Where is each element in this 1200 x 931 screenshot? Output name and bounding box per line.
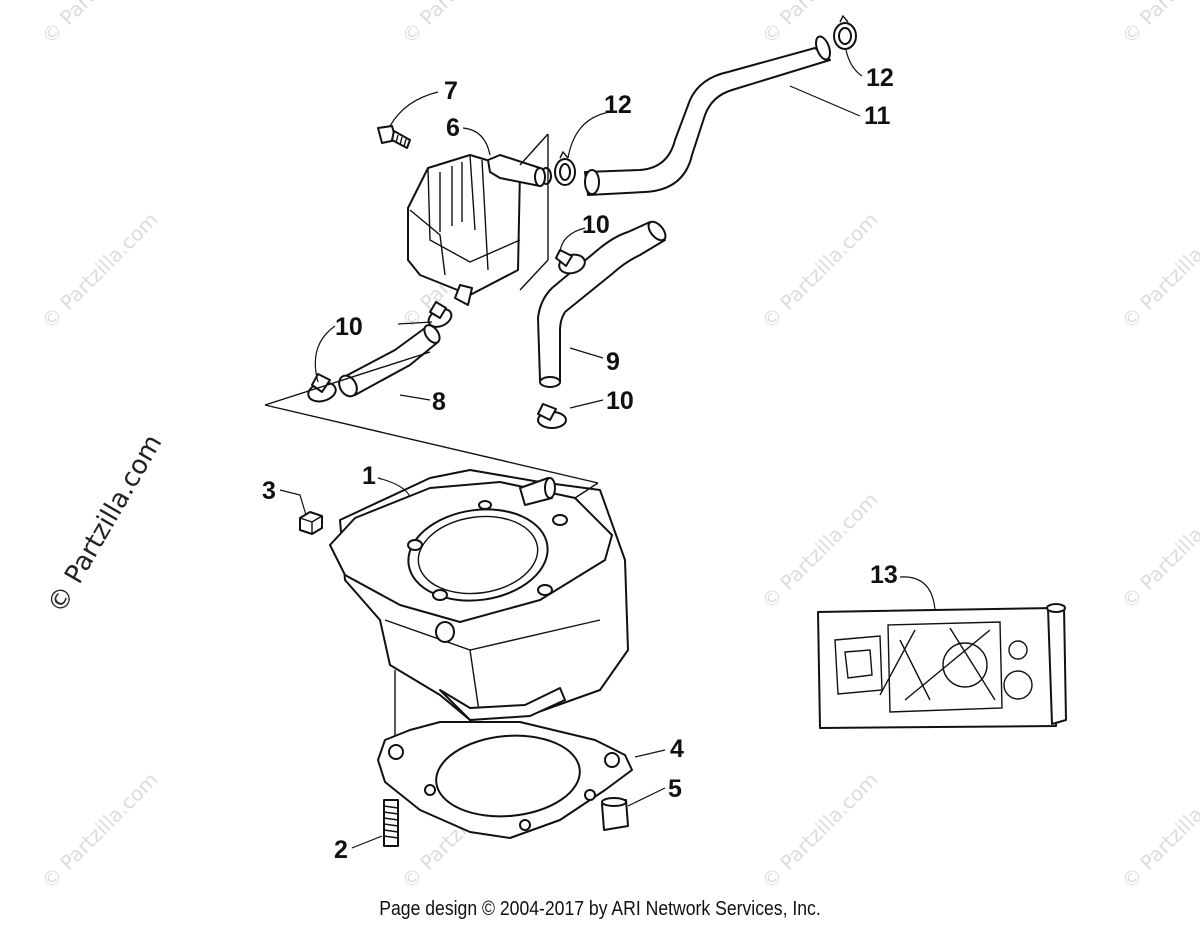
clip-12-top[interactable] [833,14,857,50]
callout-5[interactable]: 5 [668,775,682,803]
watermark: © Partzilla.com [1117,207,1200,333]
watermark: © Partzilla.com [757,767,883,893]
callout-10-lower[interactable]: 10 [606,387,634,415]
hose-8[interactable] [336,322,443,399]
callout-6[interactable]: 6 [446,114,460,142]
callout-12-top[interactable]: 12 [866,64,894,92]
hose-11[interactable] [584,35,833,196]
clip-10-hose9-upper[interactable] [555,249,587,276]
watermark: © Partzilla.com [37,0,163,49]
stud-2[interactable] [383,799,399,847]
callout-3[interactable]: 3 [262,477,276,505]
clip-10-hose8-upper[interactable] [426,301,455,330]
callout-10-left[interactable]: 10 [335,313,363,341]
watermark: © Partzilla.com [757,207,883,333]
leader-lines [279,49,936,849]
watermark-vertical: © Partzilla.com [42,430,168,619]
watermark: © Partzilla.com [37,207,163,333]
cylinder-gasket-4[interactable] [377,721,633,839]
callout-4[interactable]: 4 [670,735,684,763]
callout-2[interactable]: 2 [334,836,348,864]
hose-9[interactable] [537,219,669,388]
breather-tank-6[interactable] [407,154,546,306]
clip-12-mid[interactable] [540,150,576,186]
callout-13[interactable]: 13 [870,561,898,589]
callout-12-mid[interactable]: 12 [604,91,632,119]
nut-3[interactable] [299,511,323,535]
guide-lines [264,133,599,499]
watermark: © Partzilla.com [757,487,883,613]
bolt-7[interactable] [377,125,411,149]
dowel-5[interactable] [601,797,629,831]
callout-7[interactable]: 7 [444,77,458,105]
callout-1[interactable]: 1 [362,462,376,490]
callout-8[interactable]: 8 [432,388,446,416]
gasket-kit-13[interactable] [817,603,1067,729]
cylinder-1[interactable] [329,469,629,740]
watermark: © Partzilla.com [1117,767,1200,893]
watermark: © Partzilla.com [1117,0,1200,49]
watermark: © Partzilla.com [397,0,523,49]
callout-9[interactable]: 9 [606,348,620,376]
watermark: © Partzilla.com [1117,487,1200,613]
page-footer: Page design © 2004-2017 by ARI Network S… [379,898,821,920]
clip-10-hose9-lower[interactable] [537,403,567,429]
clip-10-hose8-lower[interactable] [306,373,338,404]
callout-labels: 1 2 3 4 5 6 7 8 9 10 10 10 11 12 12 13 [262,64,898,864]
callout-10-upper[interactable]: 10 [582,211,610,239]
watermark: © Partzilla.com [37,767,163,893]
callout-11[interactable]: 11 [864,102,891,130]
